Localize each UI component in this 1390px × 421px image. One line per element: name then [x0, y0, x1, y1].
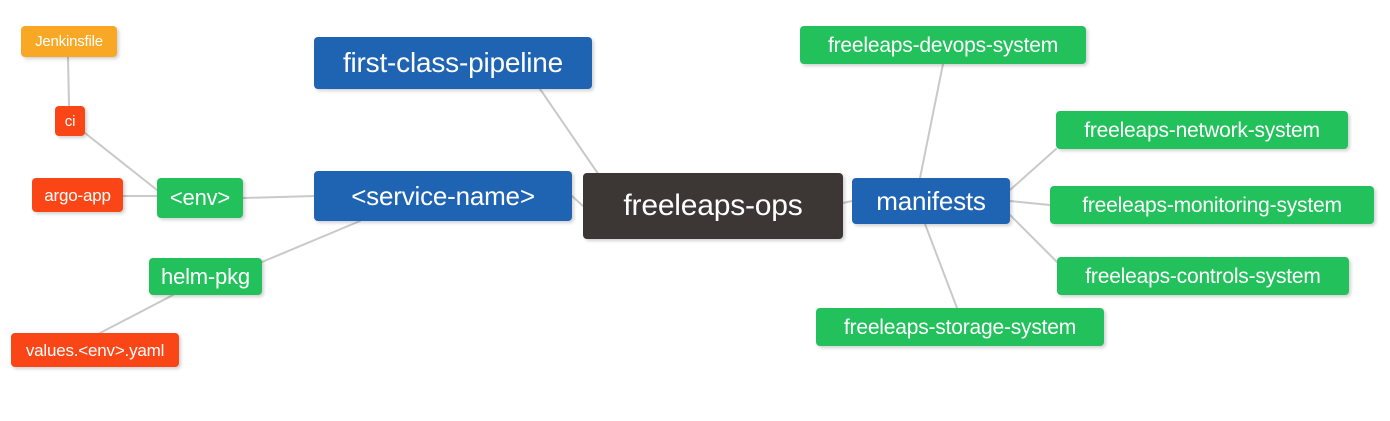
node-label-freeleaps-storage-system: freeleaps-storage-system [843, 315, 1077, 339]
node-freeleaps-monitoring-system[interactable]: freeleaps-monitoring-system [1050, 186, 1374, 224]
node-label-freeleaps-monitoring-system: freeleaps-monitoring-system [1082, 193, 1342, 217]
edge-helm-values [99, 294, 174, 334]
edge-ops-service [571, 195, 584, 207]
node-label-freeleaps-ops: freeleaps-ops [623, 189, 803, 222]
node-label-freeleaps-controls-system: freeleaps-controls-system [1085, 264, 1321, 288]
node-label-env: <env> [169, 185, 231, 210]
node-freeleaps-devops-system[interactable]: freeleaps-devops-system [800, 26, 1086, 64]
node-first-class-pipeline[interactable]: first-class-pipeline [314, 37, 592, 89]
node-label-freeleaps-devops-system: freeleaps-devops-system [828, 33, 1058, 57]
node-freeleaps-ops[interactable]: freeleaps-ops [583, 173, 843, 239]
edge-manifests-monitoring [1009, 200, 1051, 206]
node-service-name[interactable]: <service-name> [314, 171, 572, 221]
edge-service-helm [261, 220, 361, 263]
node-argo-app[interactable]: argo-app [32, 178, 123, 212]
node-values-env-yaml[interactable]: values.<env>.yaml [11, 333, 179, 367]
node-label-freeleaps-network-system: freeleaps-network-system [1084, 118, 1320, 142]
node-freeleaps-controls-system[interactable]: freeleaps-controls-system [1057, 257, 1349, 295]
node-label-values-env-yaml: values.<env>.yaml [25, 340, 165, 360]
node-label-manifests: manifests [876, 186, 986, 216]
edge-ci-jenkinsfile [67, 56, 70, 107]
node-label-jenkinsfile: Jenkinsfile [35, 33, 103, 50]
node-freeleaps-network-system[interactable]: freeleaps-network-system [1056, 111, 1348, 149]
edge-manifests-network [1009, 148, 1057, 191]
edge-ops-manifests [842, 200, 853, 204]
edge-service-env [242, 195, 315, 199]
node-manifests[interactable]: manifests [852, 178, 1010, 224]
node-ci[interactable]: ci [55, 106, 85, 136]
node-label-ci: ci [64, 112, 76, 130]
edge-manifests-storage [924, 223, 958, 309]
node-label-helm-pkg: helm-pkg [161, 263, 250, 289]
node-freeleaps-storage-system[interactable]: freeleaps-storage-system [816, 308, 1104, 346]
edge-ops-pipeline [539, 88, 602, 179]
node-label-argo-app: argo-app [44, 185, 111, 205]
node-env[interactable]: <env> [157, 178, 243, 218]
node-jenkinsfile[interactable]: Jenkinsfile [21, 26, 117, 57]
node-label-first-class-pipeline: first-class-pipeline [342, 47, 564, 78]
edge-manifests-devops [919, 63, 944, 179]
node-label-service-name: <service-name> [351, 181, 535, 211]
node-helm-pkg[interactable]: helm-pkg [149, 258, 262, 295]
